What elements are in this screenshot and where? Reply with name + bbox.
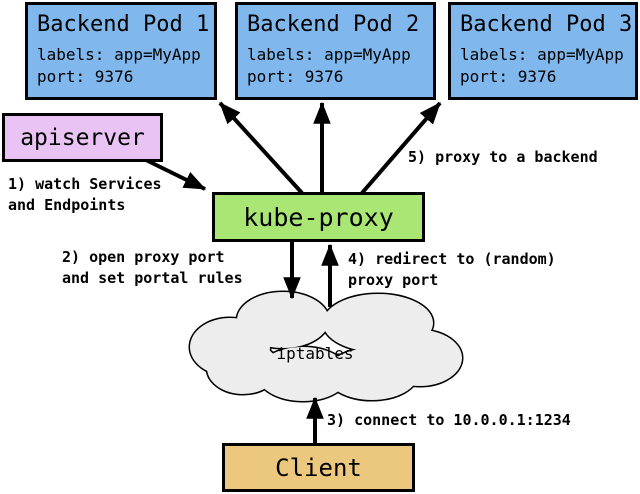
annotation-step2-line1: 2) open proxy port <box>62 248 225 266</box>
backend-pod-1-labels: labels: app=MyApp <box>37 45 201 64</box>
annotation-step1-line2: and Endpoints <box>8 196 126 214</box>
backend-pod-3-labels: labels: app=MyApp <box>460 45 624 64</box>
annotation-step4: 4) redirect to (random) proxy port <box>348 249 556 291</box>
iptables-cloud <box>188 290 464 403</box>
annotation-step2: 2) open proxy port and set portal rules <box>62 247 243 289</box>
annotation-step3: 3) connect to 10.0.0.1:1234 <box>327 411 571 429</box>
backend-pod-2-title: Backend Pod 2 <box>247 12 420 37</box>
apiserver-box: apiserver <box>2 113 163 162</box>
backend-pod-2-box: Backend Pod 2 labels: app=MyApp port: 93… <box>235 2 436 100</box>
arrows <box>145 101 442 444</box>
kube-proxy-label: kube-proxy <box>243 202 394 232</box>
backend-pod-3-box: Backend Pod 3 labels: app=MyApp port: 93… <box>448 2 638 100</box>
backend-pod-1-box: Backend Pod 1 labels: app=MyApp port: 93… <box>25 2 217 100</box>
annotation-step4-line2: proxy port <box>348 271 439 289</box>
annotation-step5: 5) proxy to a backend <box>408 148 598 166</box>
backend-pod-1-title: Backend Pod 1 <box>37 12 210 37</box>
backend-pod-3-title: Backend Pod 3 <box>460 12 633 37</box>
iptables-label: iptables <box>276 344 354 363</box>
apiserver-label: apiserver <box>20 124 145 151</box>
annotation-step1-line1: 1) watch Services <box>8 175 162 193</box>
annotation-step4-line1: 4) redirect to (random) <box>348 250 556 268</box>
backend-pod-1-port: port: 9376 <box>37 67 134 86</box>
client-label: Client <box>275 453 362 482</box>
backend-pod-3-port: port: 9376 <box>460 67 557 86</box>
arrow-apiserver-to-kube-proxy <box>145 158 207 191</box>
client-box: Client <box>222 443 415 492</box>
backend-pod-2-labels: labels: app=MyApp <box>247 45 411 64</box>
backend-pod-2-port: port: 9376 <box>247 67 344 86</box>
kube-proxy-box: kube-proxy <box>212 192 425 242</box>
arrow-kube-proxy-to-pod3 <box>360 101 442 195</box>
annotation-step2-line2: and set portal rules <box>62 269 243 287</box>
arrow-kube-proxy-to-pod1 <box>218 101 304 195</box>
annotation-step1: 1) watch Services and Endpoints <box>8 174 162 216</box>
